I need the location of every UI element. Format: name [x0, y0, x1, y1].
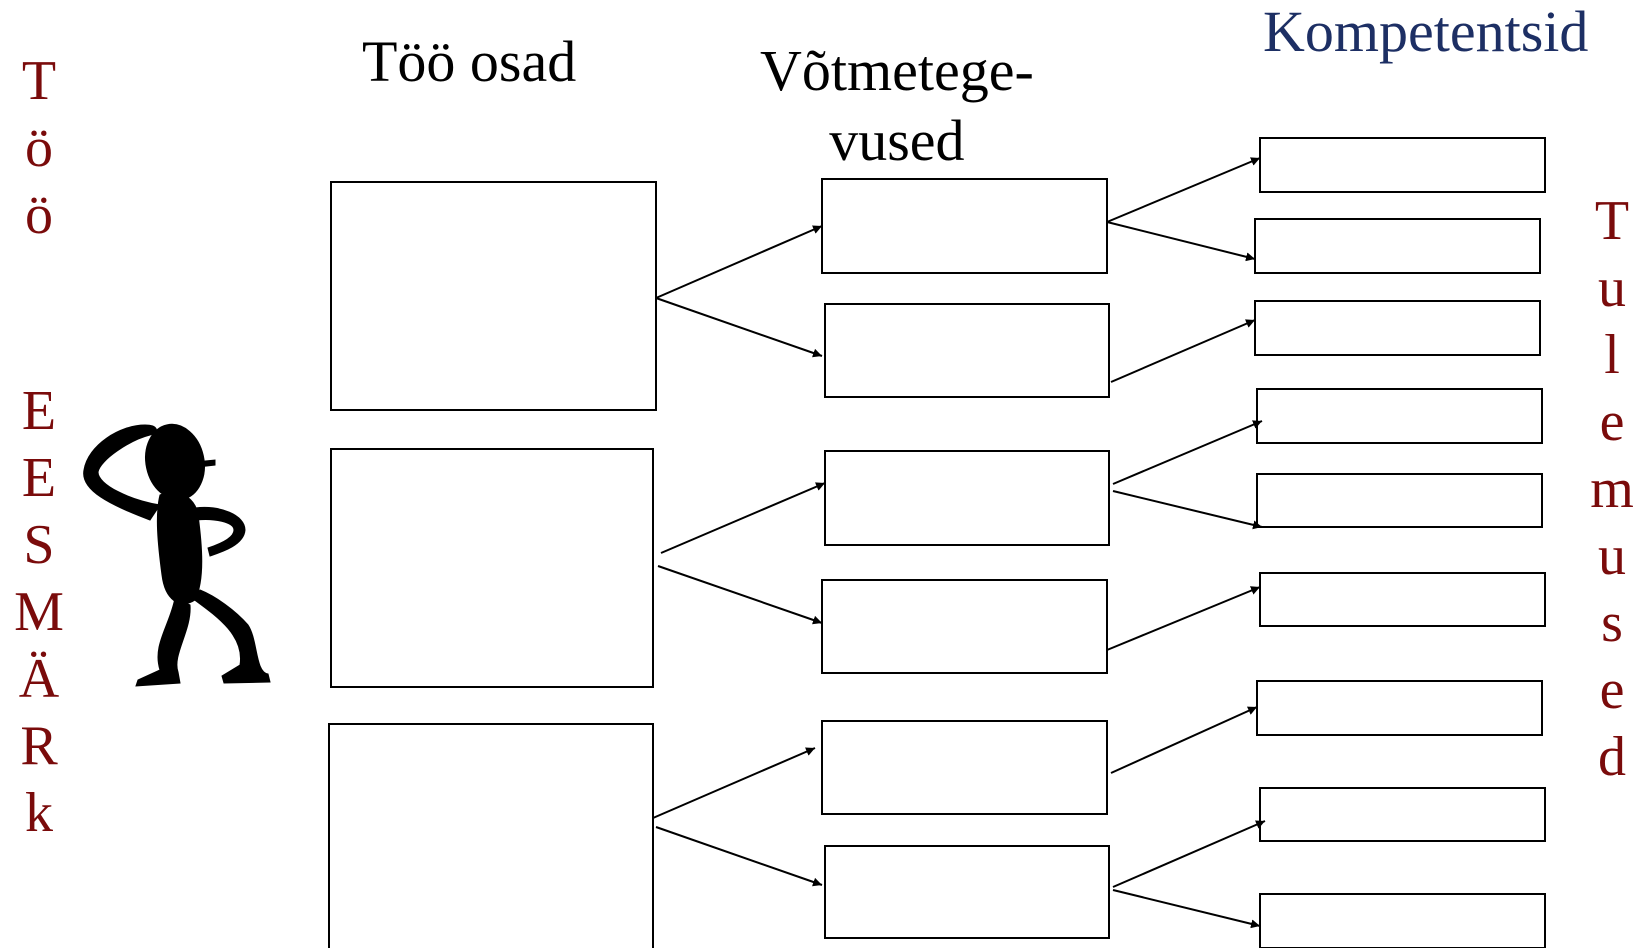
work-part-box-3 — [328, 723, 654, 948]
arrow-activity6-competence9 — [1112, 889, 1261, 929]
goal-label-word2-letter-7: k — [25, 782, 53, 844]
heading-work-parts: Töö osad — [362, 29, 577, 94]
arrow-part1-activity2 — [655, 297, 823, 358]
arrow-activity3-competence5 — [1112, 490, 1263, 530]
competence-box-9 — [1259, 893, 1546, 948]
results-label-letter-6: u — [1598, 525, 1626, 587]
goal-label-word1-letter-1: T — [21, 50, 57, 112]
results-label-letter-8: e — [1599, 659, 1625, 721]
arrow-part3-activity5 — [652, 747, 816, 819]
arrow-part1-activity1 — [655, 225, 823, 299]
competence-box-2 — [1254, 218, 1541, 274]
arrow-activity2-competence3 — [1110, 319, 1256, 383]
results-label-letter-3: l — [1604, 324, 1620, 386]
arrow-activity5-competence7 — [1110, 706, 1258, 774]
arrow-part3-activity6 — [655, 826, 823, 887]
results-label-letter-1: T — [1594, 190, 1630, 252]
heading-key-activities-line1: Võtmetege- — [760, 38, 1034, 103]
goal-label-word2-letter-6: R — [20, 715, 58, 777]
competence-box-4 — [1256, 388, 1543, 444]
key-activity-box-5 — [821, 720, 1108, 815]
goal-label-word2-letter-2: E — [21, 447, 57, 509]
results-label-letter-5: m — [1590, 458, 1634, 520]
results-label-letter-9: d — [1598, 726, 1626, 788]
work-part-box-2 — [330, 448, 654, 688]
key-activity-box-2 — [824, 303, 1110, 398]
goal-label-word2-letter-1: E — [21, 380, 57, 442]
heading-competences: Kompetentsid — [1263, 0, 1589, 64]
arrow-part2-activity3 — [660, 482, 826, 554]
competence-box-7 — [1256, 680, 1543, 736]
key-activity-box-3 — [824, 450, 1110, 546]
competence-box-3 — [1254, 300, 1541, 356]
arrow-activity3-competence4 — [1112, 420, 1263, 485]
arrow-activity6-competence8 — [1112, 820, 1266, 888]
goal-label-word1-letter-2: ö — [25, 117, 53, 179]
competence-box-8 — [1259, 787, 1546, 842]
thinking-person-icon — [83, 423, 271, 687]
arrow-activity4-competence6 — [1106, 586, 1261, 651]
goal-label-word1-letter-3: ö — [25, 184, 53, 246]
heading-key-activities: Võtmetege- vused — [760, 36, 1034, 176]
results-label-letter-2: u — [1598, 257, 1626, 319]
key-activity-box-4 — [821, 579, 1108, 674]
goal-label-word2-letter-4: M — [14, 581, 64, 643]
arrow-part2-activity4 — [657, 565, 823, 625]
arrow-activity1-competence1 — [1106, 157, 1261, 223]
results-label-letter-7: s — [1601, 592, 1623, 654]
competence-box-5 — [1256, 473, 1543, 528]
competence-box-6 — [1259, 572, 1546, 627]
goal-label-word2-letter-5: Ä — [18, 648, 60, 710]
key-activity-box-1 — [821, 178, 1108, 274]
results-label-letter-4: e — [1599, 391, 1625, 453]
heading-key-activities-line2: vused — [829, 108, 965, 173]
work-part-box-1 — [330, 181, 657, 411]
arrow-activity1-competence2 — [1106, 221, 1256, 262]
key-activity-box-6 — [824, 845, 1110, 939]
competence-box-1 — [1259, 137, 1546, 193]
goal-label-word2-letter-3: S — [23, 514, 55, 576]
